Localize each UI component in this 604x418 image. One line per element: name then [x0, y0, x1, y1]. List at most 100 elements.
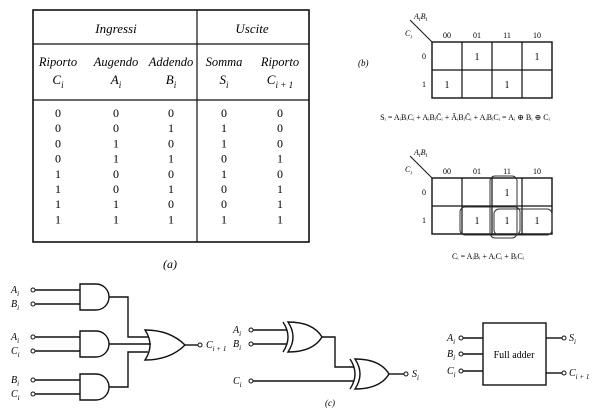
table-cell: 1	[221, 212, 227, 226]
circuit-input-label: Ai	[10, 332, 19, 345]
xor-terminals	[248, 327, 409, 384]
table-cell: 1	[168, 212, 174, 226]
xor-gate-1-back	[282, 321, 289, 353]
table-cell: 1	[168, 152, 174, 166]
table-cell: 0	[277, 106, 283, 120]
caption-b: (b)	[358, 58, 369, 68]
full-adder-block	[461, 322, 562, 386]
column-header-name: Somma	[206, 55, 243, 69]
xor-input-label: Bi	[233, 339, 241, 352]
block-input-label: Bi	[447, 349, 455, 362]
kmap-col-header: 10	[533, 31, 541, 40]
kmap-row-header: 1	[422, 80, 426, 89]
block-input-label: Ai	[446, 333, 455, 346]
table-cell: 0	[168, 136, 174, 150]
xor-gate-2-back	[349, 358, 356, 390]
carry-groupings	[459, 175, 553, 239]
kmap-row-var: Ci	[405, 29, 412, 40]
table-cell: 1	[277, 197, 283, 211]
table-cell: 1	[113, 152, 119, 166]
and-or-terminals	[30, 287, 203, 397]
table-cell: 1	[55, 167, 61, 181]
kmap-col-var: AiBi	[413, 148, 427, 159]
table-cell: 0	[113, 121, 119, 135]
table-cell: 0	[221, 197, 227, 211]
block-output-label: Ci + 1	[569, 368, 589, 381]
table-cell: 0	[55, 121, 61, 135]
xor-output-label: Si	[412, 369, 419, 382]
table-cell: 0	[55, 136, 61, 150]
truth-table: Ingressi Uscite RiportoCiAugendoAiAddend…	[32, 9, 310, 271]
table-cell: 0	[55, 152, 61, 166]
column-header-symbol: Ci + 1	[267, 72, 293, 90]
kmap-cell: 1	[505, 188, 510, 199]
kmap-col-header: 00	[443, 167, 451, 176]
table-cell: 0	[277, 121, 283, 135]
column-header-symbol: Ci	[52, 72, 64, 90]
table-cell: 1	[55, 182, 61, 196]
full-adder-terminals	[458, 335, 567, 376]
and-gate-2	[79, 330, 110, 358]
table-cell: 1	[277, 152, 283, 166]
table-cell: 1	[168, 121, 174, 135]
xor-circuit	[251, 321, 404, 390]
table-cell: 1	[55, 197, 61, 211]
kmap-col-header: 11	[503, 31, 511, 40]
or-gate	[143, 329, 186, 361]
table-cell: 1	[55, 212, 61, 226]
full-adder-label: Full adder	[494, 350, 535, 361]
xor-gate-1	[286, 321, 323, 353]
group-ab-loop	[459, 206, 521, 236]
table-cell: 0	[168, 167, 174, 181]
column-header-name: Riporto	[38, 55, 77, 69]
group-inputs-label: Ingressi	[94, 21, 137, 36]
kmap-cell: 1	[535, 52, 540, 63]
table-cell: 0	[221, 106, 227, 120]
kmap-row-header: 0	[422, 52, 426, 61]
group-ac-loop	[493, 208, 553, 236]
table-cell: 1	[277, 182, 283, 196]
circuit-output-label: Ci + 1	[206, 340, 226, 353]
kmap-cell: 1	[445, 80, 450, 91]
column-header-symbol: Ai	[110, 72, 122, 90]
truth-table-frame	[32, 9, 310, 243]
circuit-input-label: Bi	[11, 299, 19, 312]
kmap-col-header: 01	[473, 31, 481, 40]
caption-a: (a)	[163, 257, 177, 271]
kmap-col-header: 01	[473, 167, 481, 176]
table-cell: 0	[55, 106, 61, 120]
xor-input-label: Ai	[232, 325, 241, 338]
group-outputs-label: Uscite	[235, 21, 268, 36]
table-cell: 1	[113, 197, 119, 211]
carry-equation: Cᵢ = AᵢBᵢ + AᵢCᵢ + BᵢCᵢ	[452, 252, 525, 261]
sum-equation: Sᵢ = AᵢBᵢCᵢ + AᵢBᵢC̄ᵢ + ĀᵢBᵢC̄ᵢ + AᵢBᵢCᵢ…	[380, 113, 551, 122]
table-cell: 0	[168, 197, 174, 211]
column-header-symbol: Bi	[166, 72, 177, 90]
truth-table-headers: RiportoCiAugendoAiAddendoBiSommaSiRiport…	[38, 55, 299, 90]
kmap-col-header: 10	[533, 167, 541, 176]
column-header-name: Addendo	[148, 55, 193, 69]
block-output-label: Si	[569, 333, 576, 346]
table-cell: 1	[168, 182, 174, 196]
table-cell: 1	[113, 136, 119, 150]
table-cell: 0	[168, 106, 174, 120]
table-cell: 1	[221, 136, 227, 150]
kmap-col-var: AiBi	[413, 12, 427, 23]
xor-labels: AiBiCi Si	[232, 325, 419, 389]
column-header-symbol: Si	[219, 72, 229, 90]
xor-input-label: Ci	[233, 376, 242, 389]
column-header-name: Riporto	[260, 55, 299, 69]
and-or-circuit	[33, 283, 198, 401]
and-gate-3	[79, 373, 110, 401]
table-cell: 0	[113, 106, 119, 120]
and-gate-1	[79, 283, 110, 311]
kmap-row-header: 1	[422, 216, 426, 225]
kmap-row-var: Ci	[405, 165, 412, 176]
kmap-cell: 1	[475, 52, 480, 63]
kmap-row-header: 0	[422, 188, 426, 197]
